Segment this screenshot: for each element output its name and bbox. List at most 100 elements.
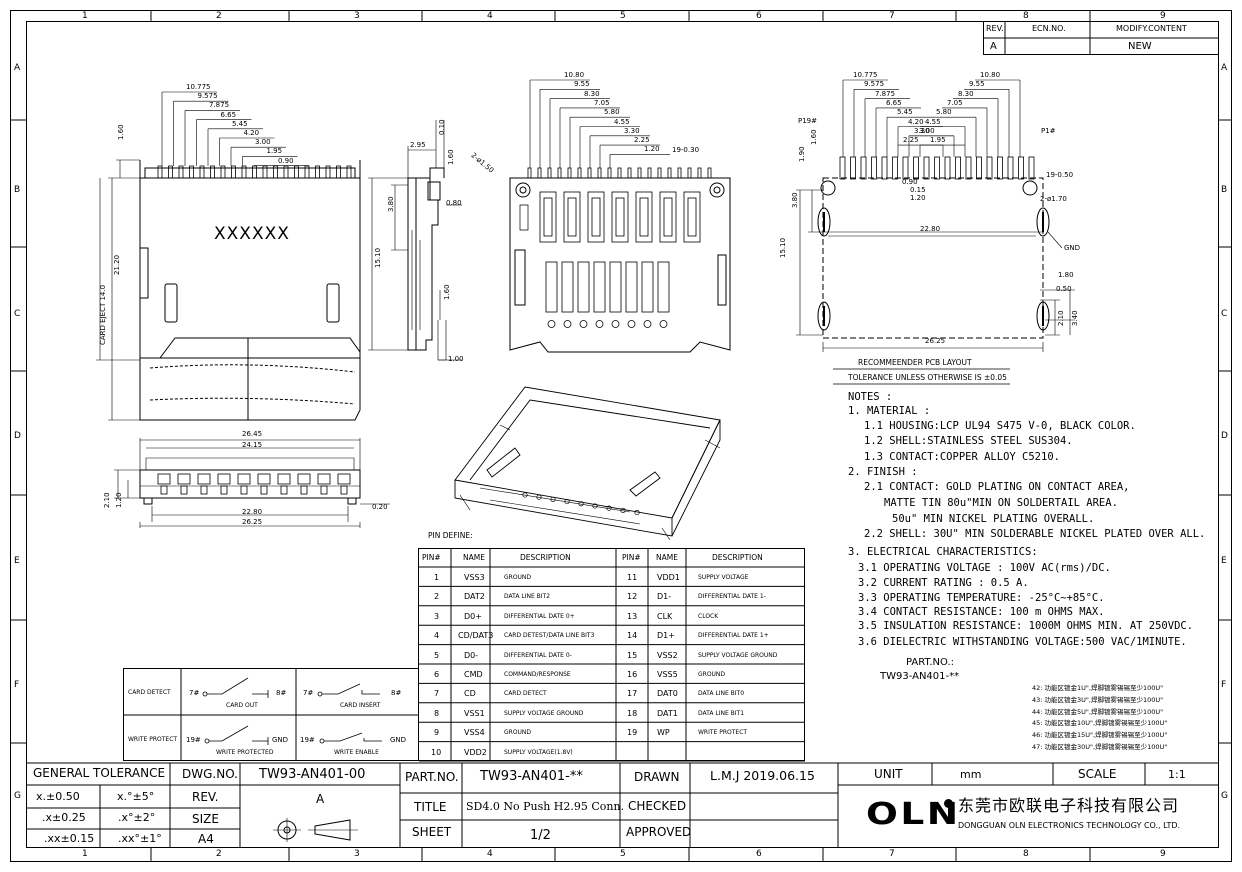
contact-spring-upper (663, 197, 673, 237)
contact-slot-upper (659, 191, 677, 243)
pcb-pad (923, 156, 930, 180)
edge-pin (337, 473, 351, 485)
pin-name: WP (657, 728, 670, 738)
iso-contact (522, 492, 528, 498)
pin-desc: DATA LINE BIT1 (698, 709, 745, 717)
pin-name: CLK (657, 611, 673, 621)
frame-col-bottom: 8 (1023, 849, 1029, 859)
dim-line (569, 116, 630, 168)
contact-tooth (189, 165, 194, 179)
dim-line (559, 107, 620, 168)
sheet-label: SHEET (412, 825, 452, 839)
pin-name: VSS3 (464, 573, 485, 582)
frame-col-top: 6 (756, 11, 762, 21)
switch-pin-b: GND (272, 736, 289, 744)
dim-side-3: 1.60 (447, 149, 455, 165)
pcb-dim-160: 1.60 (810, 129, 818, 145)
front-tooth (657, 167, 662, 179)
dwg-no-label: DWG.NO. (182, 767, 238, 781)
tolerance-linear: .x±0.25 (42, 811, 86, 824)
pin-name: DAT1 (657, 708, 678, 718)
part-option: 46: 功能区镀金15U",焊脚镀雾锡锡至少100U" (1032, 731, 1168, 740)
pin-name: D0- (464, 650, 479, 660)
pcb-pad (850, 156, 856, 180)
contact-spring-upper (615, 197, 625, 237)
part-option: 43: 功能区镀金3U",焊脚镀雾锡锡至少100U" (1032, 695, 1164, 704)
pin-number: 14 (627, 631, 638, 641)
frame-col-bottom: 7 (889, 849, 895, 859)
pcb-dim-line (864, 98, 910, 157)
frame-col-bottom: 4 (487, 849, 493, 859)
contact-tooth (336, 165, 341, 179)
title-value: SD4.0 No Push H2.95 Conn. (466, 800, 625, 813)
frame-row-left: C (14, 309, 21, 319)
rev-value-tb: A (316, 792, 325, 806)
dim-line (161, 91, 217, 166)
pin-desc: CARD DETEST/DATA LINE BIT3 (504, 632, 595, 640)
size-label: SIZE (192, 812, 219, 826)
checked-label: CHECKED (628, 799, 687, 813)
pin-number: 5 (434, 650, 440, 660)
pcb-dim-line (842, 79, 888, 157)
front-dim-label: 7.05 (594, 98, 610, 107)
pin-number: 7 (434, 689, 440, 699)
contact-tooth (231, 165, 236, 179)
edge-pin (257, 473, 271, 485)
contact-tooth (252, 165, 257, 179)
switch-label: WRITE PROTECT (128, 736, 178, 743)
frame-col-top: 3 (354, 11, 360, 21)
solder-tail (627, 320, 636, 328)
pcb-dim-line (919, 144, 965, 157)
pcb-dim-label: 8.30 (958, 89, 974, 98)
edge-tail (280, 485, 288, 495)
iso-contact (564, 499, 570, 505)
switch-label: CARD DETECT (128, 689, 171, 696)
pin-name: VDD2 (464, 747, 487, 757)
edge-tail (160, 485, 168, 495)
edge-tail (200, 485, 208, 495)
dim-line (599, 144, 660, 168)
registered-icon (944, 799, 953, 808)
rev-header-ecn: ECN.NO. (1032, 24, 1066, 33)
pcb-pad (997, 156, 1003, 180)
pcb-dim-label: 4.20 (908, 117, 924, 126)
edge-pin (197, 473, 211, 485)
edge-view (114, 438, 390, 528)
dim-side-4: 3.80 (387, 196, 395, 212)
contact-tooth (199, 165, 205, 179)
iso-contact (578, 501, 584, 507)
pcb-dim-label: 7.875 (875, 89, 896, 98)
switch-pin-a: 19# (186, 736, 201, 744)
contact-tooth (273, 165, 278, 179)
rev-header-rev: REV. (986, 24, 1004, 33)
front-tooth (627, 167, 632, 179)
front-tooth (697, 167, 702, 179)
edge-dim-5: 2.10 (103, 492, 111, 508)
rev-label: REV. (192, 790, 219, 804)
contact-slot-upper (539, 191, 557, 243)
frame-row-right: D (1221, 431, 1228, 441)
dim-side-7: 1.60 (443, 284, 451, 300)
pin-header: DESCRIPTION (520, 553, 571, 562)
pcb-pad (902, 156, 909, 180)
contact-tooth (315, 165, 320, 179)
pin-desc: SUPPLY VOLTAGE GROUND (504, 709, 584, 717)
pcb-dim-line (853, 89, 899, 157)
pcb-pad (860, 156, 867, 180)
dim-side-1: 2.95 (410, 141, 426, 149)
pin-number: 4 (434, 631, 440, 641)
switch-caption-a: CARD OUT (226, 702, 258, 709)
pcb-dim-label: 6.65 (886, 98, 902, 107)
front-tooth (707, 167, 712, 179)
switch-caption-b: CARD INSERT (340, 702, 381, 709)
pin-desc: SUPPLY VOLTAGE(1.8V) (504, 748, 573, 756)
pcb-pad (871, 156, 877, 180)
drawn-label: DRAWN (634, 770, 680, 784)
edge-dim-4: 26.25 (242, 518, 263, 526)
frame-row-right: F (1221, 680, 1227, 690)
note-line: 3.2 CURRENT RATING : 0.5 A. (858, 577, 1029, 589)
front-dim-label: 3.30 (624, 126, 640, 135)
edge-pin (217, 473, 231, 485)
pin-name: DAT2 (464, 592, 485, 602)
